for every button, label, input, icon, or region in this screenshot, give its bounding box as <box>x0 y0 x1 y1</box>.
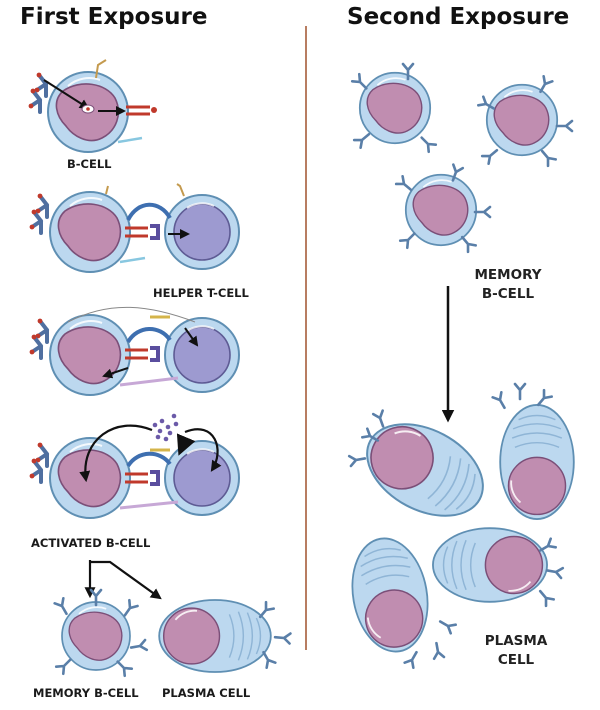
left-plasma-cell <box>158 599 272 673</box>
label-plasma-cell-right: PLASMA CELL <box>476 632 556 670</box>
plasma-cell-2 <box>499 404 575 520</box>
memory-b-cell-1 <box>358 71 432 145</box>
heading-second-exposure: Second Exposure <box>347 4 570 30</box>
memory-b-cell-2 <box>485 83 559 157</box>
heading-first-exposure: First Exposure <box>20 4 208 30</box>
label-plasma-line1: PLASMA <box>484 633 548 649</box>
label-memory-line2: B-CELL <box>481 286 535 302</box>
stage2-b-cell <box>49 191 131 273</box>
left-memory-b-cell <box>61 601 131 671</box>
stage4-helper-t-cell <box>164 440 240 516</box>
cytokine-dots-icon <box>152 413 179 442</box>
label-activated-b-cell: ACTIVATED B-CELL <box>31 536 151 550</box>
label-helper-t-cell: HELPER T-CELL <box>153 286 249 300</box>
plasma-cell-1 <box>350 404 500 536</box>
label-plasma-line2: CELL <box>497 652 535 668</box>
memory-b-cell-3 <box>404 173 478 247</box>
plasma-cell-4 <box>432 527 548 603</box>
stage2-helper-t-cell <box>164 194 240 270</box>
label-memory-b-cell: MEMORY B-CELL <box>33 686 139 700</box>
plasma-cell-3 <box>342 531 438 659</box>
label-plasma-cell: PLASMA CELL <box>162 686 251 700</box>
stage3-b-cell <box>49 314 131 396</box>
label-memory-b-cell-right: MEMORY B-CELL <box>468 266 548 304</box>
label-memory-line1: MEMORY <box>474 267 542 283</box>
stage3-helper-t-cell <box>164 317 240 393</box>
label-b-cell: B-CELL <box>67 157 112 171</box>
